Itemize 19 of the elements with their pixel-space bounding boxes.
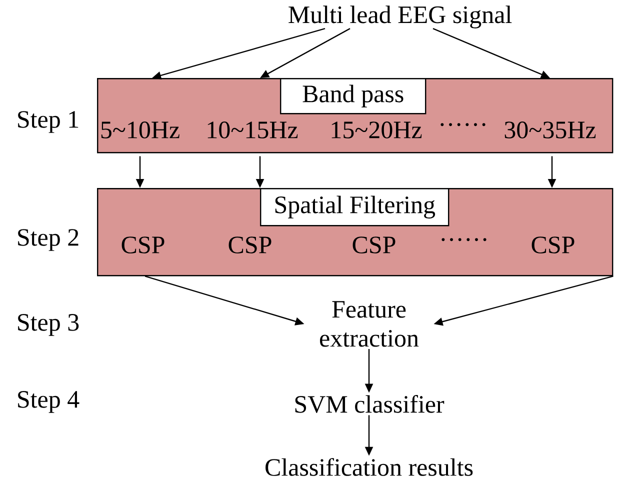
band-label: 10~15Hz [208,122,298,138]
stage-box: Band pass [280,78,426,114]
band-label: CSP [122,236,164,254]
step-text: Classification results [266,458,473,476]
step-label: Step 1 [18,111,78,133]
step-text: Feature extraction [320,301,419,347]
band-label: CSP [228,236,272,254]
band-label: ······ [442,238,486,242]
step-label: Step 2 [18,229,78,251]
band-label: 30~35Hz [504,122,596,138]
band-label: 15~20Hz [332,122,422,138]
step-label: Step 4 [18,391,80,413]
stage-box: Spatial Filtering [260,188,450,226]
step-label: Step 3 [18,314,79,336]
step-text: Multi lead EEG signal [288,6,512,28]
band-label: CSP [532,236,574,254]
band-label: ······ [440,123,486,126]
band-label: 5~10Hz [101,122,180,138]
step-text: SVM classifier [295,395,444,413]
